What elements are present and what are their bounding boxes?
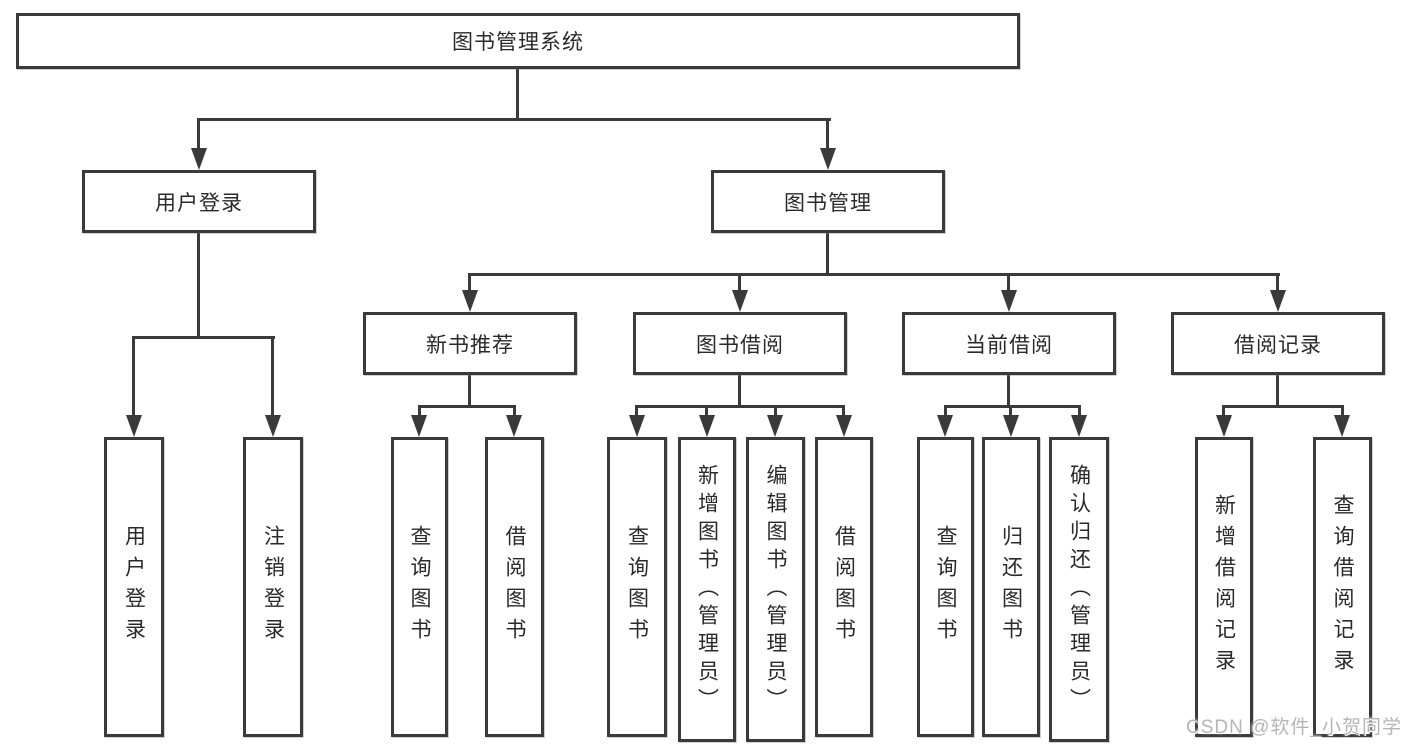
leaf-current-confirm-return-admin: 确认归还（管理员） bbox=[1049, 437, 1109, 742]
arrow-down-icon bbox=[732, 290, 748, 312]
node-new-book-recommend: 新书推荐 bbox=[363, 312, 577, 375]
arrow-down-icon bbox=[1071, 415, 1087, 437]
node-root: 图书管理系统 bbox=[16, 13, 1020, 69]
connector-line bbox=[1276, 273, 1279, 293]
connector-line bbox=[197, 118, 831, 121]
connector-line bbox=[197, 230, 200, 339]
connector-line bbox=[738, 373, 741, 408]
leaf-borrow-query-book: 查询图书 bbox=[607, 437, 667, 737]
connector-line bbox=[1222, 405, 1344, 408]
arrow-down-icon bbox=[629, 415, 645, 437]
connector-line bbox=[635, 405, 845, 408]
arrow-down-icon bbox=[767, 415, 783, 437]
leaf-current-query-book: 查询图书 bbox=[917, 437, 974, 737]
connector-line bbox=[826, 230, 829, 276]
connector-line bbox=[468, 373, 471, 408]
arrow-down-icon bbox=[1270, 290, 1286, 312]
connector-line bbox=[635, 405, 638, 419]
node-book-management: 图书管理 bbox=[711, 170, 945, 233]
connector-line bbox=[271, 336, 274, 417]
leaf-records-add-record: 新增借阅记录 bbox=[1195, 437, 1253, 737]
leaf-current-return-book: 归还图书 bbox=[982, 437, 1040, 737]
connector-line bbox=[944, 405, 947, 419]
arrow-down-icon bbox=[937, 415, 953, 437]
connector-line bbox=[197, 118, 200, 150]
leaf-user-login: 用户登录 bbox=[104, 437, 164, 737]
arrow-down-icon bbox=[836, 415, 852, 437]
leaf-logout: 注销登录 bbox=[243, 437, 303, 737]
leaf-borrow-add-book-admin: 新增图书（管理员） bbox=[678, 437, 736, 742]
connector-line bbox=[516, 67, 519, 121]
connector-line bbox=[1007, 373, 1010, 408]
arrow-down-icon bbox=[699, 415, 715, 437]
arrow-down-icon bbox=[191, 148, 207, 170]
connector-line bbox=[1276, 373, 1279, 408]
connector-line bbox=[1222, 405, 1225, 419]
arrow-down-icon bbox=[506, 415, 522, 437]
connector-line bbox=[418, 405, 516, 408]
arrow-down-icon bbox=[1001, 290, 1017, 312]
arrow-down-icon bbox=[1334, 415, 1350, 437]
csdn-watermark: CSDN @软件_小贺同学 bbox=[1186, 717, 1402, 738]
leaf-recommend-query-book: 查询图书 bbox=[391, 437, 448, 737]
node-current-borrowing: 当前借阅 bbox=[902, 312, 1116, 375]
connector-line bbox=[826, 118, 829, 150]
arrow-down-icon bbox=[1216, 415, 1232, 437]
node-book-borrowing: 图书借阅 bbox=[633, 312, 847, 375]
node-user-login: 用户登录 bbox=[82, 170, 316, 233]
connector-line bbox=[132, 336, 275, 339]
leaf-borrow-edit-book-admin: 编辑图书（管理员） bbox=[746, 437, 805, 742]
connector-line bbox=[468, 273, 471, 293]
connector-line bbox=[738, 273, 741, 293]
connector-line bbox=[468, 273, 1280, 276]
connector-line bbox=[513, 405, 516, 419]
arrow-down-icon bbox=[820, 148, 836, 170]
connector-line bbox=[418, 405, 421, 419]
connector-line bbox=[705, 405, 708, 419]
connector-line bbox=[1078, 405, 1081, 419]
arrow-down-icon bbox=[265, 415, 281, 437]
connector-line bbox=[944, 405, 1081, 408]
connector-line bbox=[842, 405, 845, 419]
connector-line bbox=[132, 336, 135, 417]
arrow-down-icon bbox=[1003, 415, 1019, 437]
connector-line bbox=[1341, 405, 1344, 419]
arrow-down-icon bbox=[126, 415, 142, 437]
leaf-borrow-borrow-book: 借阅图书 bbox=[815, 437, 873, 737]
leaf-recommend-borrow-book: 借阅图书 bbox=[485, 437, 544, 737]
leaf-records-query-record: 查询借阅记录 bbox=[1313, 437, 1372, 737]
arrow-down-icon bbox=[462, 290, 478, 312]
connector-line bbox=[1009, 405, 1012, 419]
node-borrow-records: 借阅记录 bbox=[1171, 312, 1385, 375]
arrow-down-icon bbox=[411, 415, 427, 437]
connector-line bbox=[1007, 273, 1010, 293]
connector-line bbox=[774, 405, 777, 419]
